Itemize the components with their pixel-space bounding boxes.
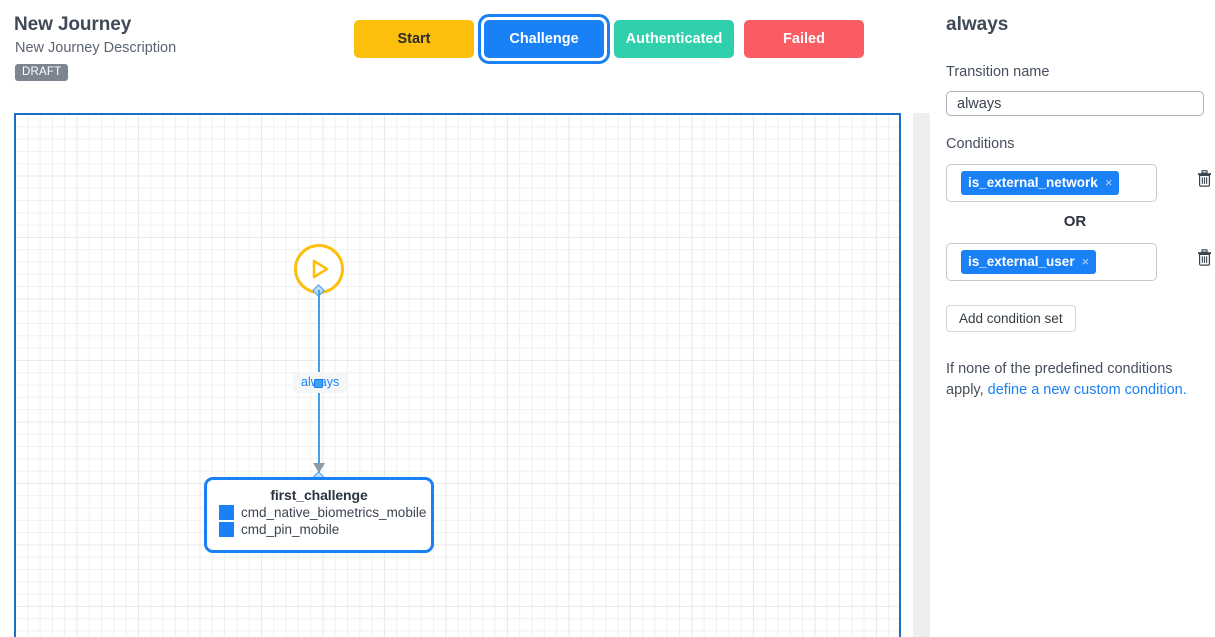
state-button-start[interactable]: Start: [354, 20, 474, 58]
or-divider: OR: [1063, 213, 1087, 230]
flow-node-item-label: cmd_pin_mobile: [241, 522, 340, 537]
condition-input-1[interactable]: is_external_network ×: [946, 164, 1157, 202]
status-badge: DRAFT: [15, 64, 69, 81]
condition-pill-1[interactable]: is_external_network ×: [961, 171, 1120, 195]
condition-input-2[interactable]: is_external_user ×: [946, 243, 1157, 281]
panel-title: always: [946, 14, 1009, 35]
transition-details-panel: always Transition name Conditions is_ext…: [930, 0, 1215, 637]
color-swatch-icon: [219, 522, 234, 537]
custom-condition-link[interactable]: define a new custom condition.: [987, 382, 1187, 398]
page-title: New Journey: [14, 14, 132, 35]
state-button-failed[interactable]: Failed: [744, 20, 864, 58]
hint-prefix-text: If none of the predefined conditions app…: [946, 361, 1173, 398]
custom-condition-hint: If none of the predefined conditions app…: [946, 359, 1198, 401]
state-button-authenticated[interactable]: Authenticated: [614, 20, 734, 58]
trash-icon: [1197, 170, 1212, 190]
close-icon[interactable]: ×: [1104, 175, 1113, 190]
add-condition-set-button[interactable]: Add condition set: [946, 305, 1076, 332]
play-icon: [306, 256, 332, 282]
trash-icon: [1197, 249, 1212, 269]
delete-condition-set-2-button[interactable]: [1193, 248, 1215, 270]
flow-node-item[interactable]: cmd_native_biometrics_mobile: [207, 505, 431, 520]
edge-arrowhead: [313, 463, 325, 473]
flow-canvas[interactable]: always first_challenge cmd_native_biomet…: [14, 113, 901, 637]
delete-condition-set-1-button[interactable]: [1193, 169, 1215, 191]
flow-node-first-challenge[interactable]: first_challenge cmd_native_biometrics_mo…: [204, 477, 434, 553]
canvas-grid-major: [16, 115, 899, 637]
flow-node-title: first_challenge: [270, 487, 368, 503]
flow-node-item-label: cmd_native_biometrics_mobile: [241, 505, 427, 520]
condition-set-row: is_external_user ×: [946, 243, 1215, 281]
condition-pill-2[interactable]: is_external_user ×: [961, 250, 1097, 274]
color-swatch-icon: [219, 505, 234, 520]
page-header: New Journey New Journey Description DRAF…: [0, 0, 915, 100]
transition-name-label: Transition name: [946, 64, 1050, 80]
condition-pill-label: is_external_network: [968, 175, 1098, 190]
flow-node-item[interactable]: cmd_pin_mobile: [207, 522, 431, 537]
page-description: New Journey Description: [15, 40, 177, 56]
condition-set-row: is_external_network ×: [946, 164, 1215, 202]
condition-pill-label: is_external_user: [968, 254, 1075, 269]
close-icon[interactable]: ×: [1081, 254, 1090, 269]
transition-name-input[interactable]: [946, 91, 1204, 116]
canvas-scrollbar[interactable]: [913, 113, 930, 637]
edge-label-handle[interactable]: [314, 379, 323, 388]
state-button-challenge[interactable]: Challenge: [478, 14, 610, 64]
conditions-label: Conditions: [946, 136, 1015, 152]
